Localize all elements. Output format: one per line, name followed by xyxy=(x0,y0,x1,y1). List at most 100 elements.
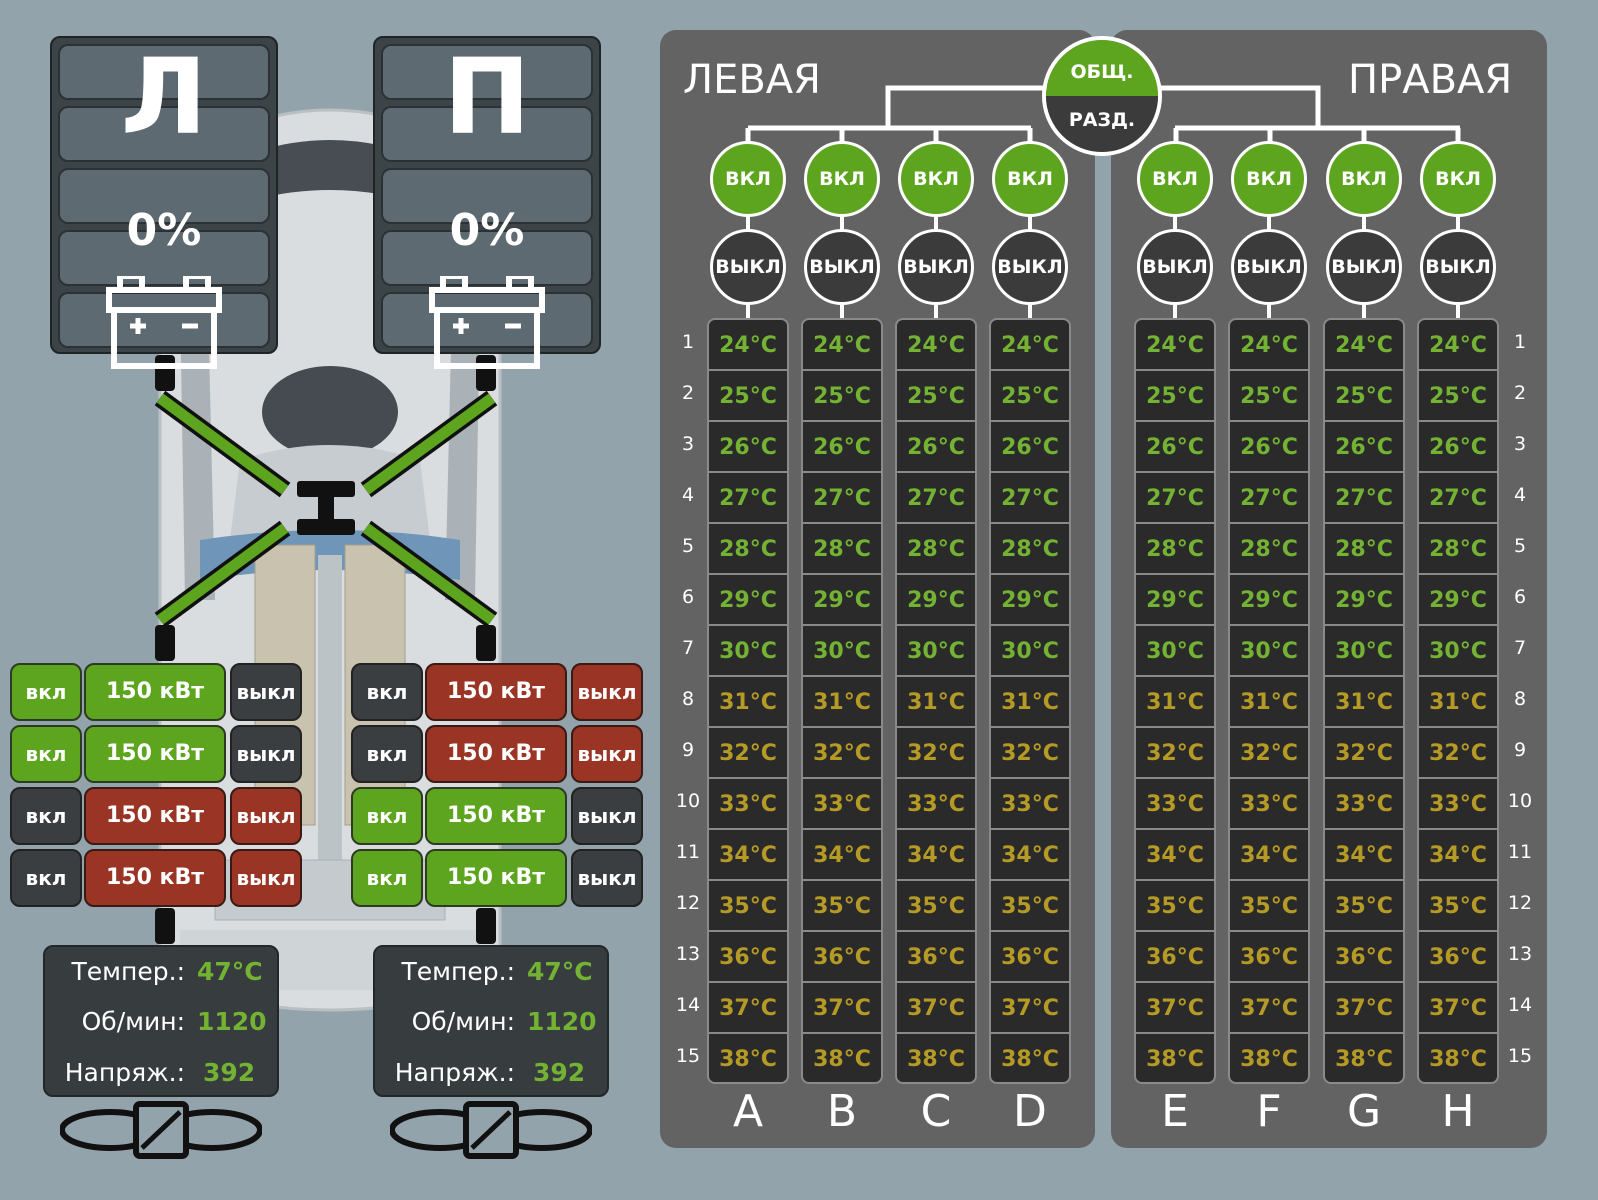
temperature-cell: 29°C xyxy=(991,575,1069,626)
column-c-on-button[interactable]: ВКЛ xyxy=(898,141,974,217)
row-number-left: 4 xyxy=(681,484,695,506)
power-connections xyxy=(154,355,498,944)
row-number-right: 9 xyxy=(1513,739,1527,761)
general-mode-toggle[interactable]: ОБЩ. РАЗД. xyxy=(1042,36,1162,156)
temperature-cell: 25°C xyxy=(1419,371,1497,422)
motor-left-3-off-button[interactable]: выкл xyxy=(230,787,302,845)
temperature-cell: 24°C xyxy=(1325,320,1403,371)
motor-left-2-power: 150 кВт xyxy=(84,725,226,783)
row-number-right: 6 xyxy=(1513,586,1527,608)
temperature-cell: 26°C xyxy=(1419,422,1497,473)
temperature-cell: 31°C xyxy=(897,677,975,728)
motor-left-2-off-button[interactable]: выкл xyxy=(230,725,302,783)
column-letter: C xyxy=(920,1086,952,1137)
motor-left-4-off-button[interactable]: выкл xyxy=(230,849,302,907)
temperature-cell: 27°C xyxy=(1325,473,1403,524)
temperature-cell: 36°C xyxy=(709,932,787,983)
temp-value: 47°C xyxy=(527,957,593,986)
rpm-label: Об/мин: xyxy=(411,1007,515,1036)
battery-left-charge: 0% xyxy=(126,205,202,256)
temperature-cell: 36°C xyxy=(897,932,975,983)
rpm-value: 1120 xyxy=(527,1007,597,1036)
motor-right-4-off-button[interactable]: выкл xyxy=(571,849,643,907)
temperature-cell: 36°C xyxy=(1230,932,1308,983)
temperature-cell: 32°C xyxy=(803,728,881,779)
motor-right-2-on-button[interactable]: вкл xyxy=(351,725,423,783)
temperature-cell: 36°C xyxy=(803,932,881,983)
row-number-right: 10 xyxy=(1507,790,1533,812)
temperature-cell: 32°C xyxy=(709,728,787,779)
battery-left-panel: Л 0% xyxy=(50,36,278,369)
temperature-cell: 26°C xyxy=(897,422,975,473)
column-a-off-button[interactable]: ВЫКЛ xyxy=(710,229,786,305)
rpm-value: 1120 xyxy=(197,1007,267,1036)
column-letter: D xyxy=(1013,1086,1047,1137)
general-mode-label[interactable]: ОБЩ. xyxy=(1046,40,1158,96)
temperature-cell: 32°C xyxy=(1419,728,1497,779)
temperature-cell: 36°C xyxy=(1136,932,1214,983)
column-h-off-button[interactable]: ВЫКЛ xyxy=(1420,229,1496,305)
motor-right-4-on-button[interactable]: вкл xyxy=(351,849,423,907)
column-b-off-button[interactable]: ВЫКЛ xyxy=(804,229,880,305)
temperature-cell: 28°C xyxy=(1230,524,1308,575)
voltage-value: 392 xyxy=(203,1058,256,1087)
temperature-cell: 29°C xyxy=(1136,575,1214,626)
temperature-cell: 31°C xyxy=(1136,677,1214,728)
motor-right-1-off-button[interactable]: выкл xyxy=(571,663,643,721)
temperature-cell: 29°C xyxy=(803,575,881,626)
row-number-left: 10 xyxy=(675,790,701,812)
motor-left-2-on-button[interactable]: вкл xyxy=(10,725,82,783)
temperature-cell: 34°C xyxy=(1136,830,1214,881)
motor-right-1-on-button[interactable]: вкл xyxy=(351,663,423,721)
motor-left-1-power: 150 кВт xyxy=(84,663,226,721)
motor-right-2-off-button[interactable]: выкл xyxy=(571,725,643,783)
column-g-off-button[interactable]: ВЫКЛ xyxy=(1326,229,1402,305)
row-number-left: 1 xyxy=(681,331,695,353)
column-b-on-button[interactable]: ВКЛ xyxy=(804,141,880,217)
row-number-right: 13 xyxy=(1507,943,1533,965)
motor-left-1-off-button[interactable]: выкл xyxy=(230,663,302,721)
column-g-on-button[interactable]: ВКЛ xyxy=(1326,141,1402,217)
motor-left-3-on-button[interactable]: вкл xyxy=(10,787,82,845)
motor-right-3-power: 150 кВт xyxy=(425,787,567,845)
temperature-cell: 35°C xyxy=(1419,881,1497,932)
column-e-on-button[interactable]: ВКЛ xyxy=(1137,141,1213,217)
motor-left-1-on-button[interactable]: вкл xyxy=(10,663,82,721)
column-letter: F xyxy=(1256,1086,1282,1137)
voltage-label: Напряж.: xyxy=(64,1058,185,1087)
temperature-cell: 26°C xyxy=(1136,422,1214,473)
temperature-cell: 33°C xyxy=(991,779,1069,830)
motor-right-3-on-button[interactable]: вкл xyxy=(351,787,423,845)
temperature-cell: 38°C xyxy=(1001,1047,1059,1072)
temperature-cell: 37°C xyxy=(1325,983,1403,1034)
column-letter: E xyxy=(1161,1086,1189,1137)
column-f-off-button[interactable]: ВЫКЛ xyxy=(1231,229,1307,305)
temperature-cell: 24°C xyxy=(1136,320,1214,371)
right-panel-title: ПРАВАЯ xyxy=(1348,57,1513,103)
column-c-off-button[interactable]: ВЫКЛ xyxy=(898,229,974,305)
column-h-on-button[interactable]: ВКЛ xyxy=(1420,141,1496,217)
motor-right-3-off-button[interactable]: выкл xyxy=(571,787,643,845)
temperature-cell: 27°C xyxy=(897,473,975,524)
column-a-on-button[interactable]: ВКЛ xyxy=(710,141,786,217)
temperature-cell: 31°C xyxy=(1230,677,1308,728)
temperature-cell: 34°C xyxy=(803,830,881,881)
temperature-cell: 25°C xyxy=(1325,371,1403,422)
temperature-cell: 37°C xyxy=(1419,983,1497,1034)
motor-left-4-on-button[interactable]: вкл xyxy=(10,849,82,907)
temperature-cell: 27°C xyxy=(991,473,1069,524)
temp-label: Темпер.: xyxy=(401,957,515,986)
column-f-on-button[interactable]: ВКЛ xyxy=(1231,141,1307,217)
temperature-cell: 35°C xyxy=(803,881,881,932)
separate-mode-label[interactable]: РАЗД. xyxy=(1046,96,1158,152)
temperature-cell: 37°C xyxy=(991,983,1069,1034)
temperature-cell: 35°C xyxy=(1325,881,1403,932)
column-e-off-button[interactable]: ВЫКЛ xyxy=(1137,229,1213,305)
motor-right-4-power: 150 кВт xyxy=(425,849,567,907)
column-d-on-button[interactable]: ВКЛ xyxy=(992,141,1068,217)
column-d-off-button[interactable]: ВЫКЛ xyxy=(992,229,1068,305)
temperature-cell: 33°C xyxy=(1325,779,1403,830)
temperature-cell: 32°C xyxy=(1230,728,1308,779)
